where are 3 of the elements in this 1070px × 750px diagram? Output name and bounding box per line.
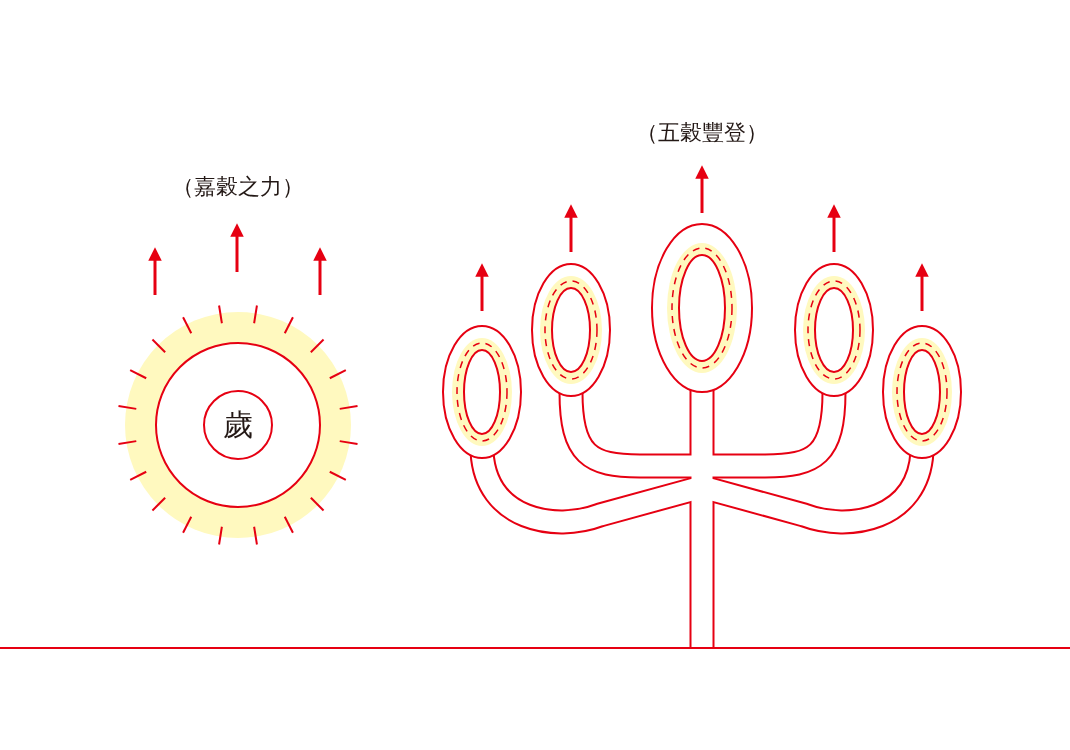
heading-text: （嘉穀之力） bbox=[172, 173, 304, 201]
heading-text: （五穀豐登） bbox=[636, 119, 768, 147]
node-text: 歲 bbox=[223, 405, 253, 444]
